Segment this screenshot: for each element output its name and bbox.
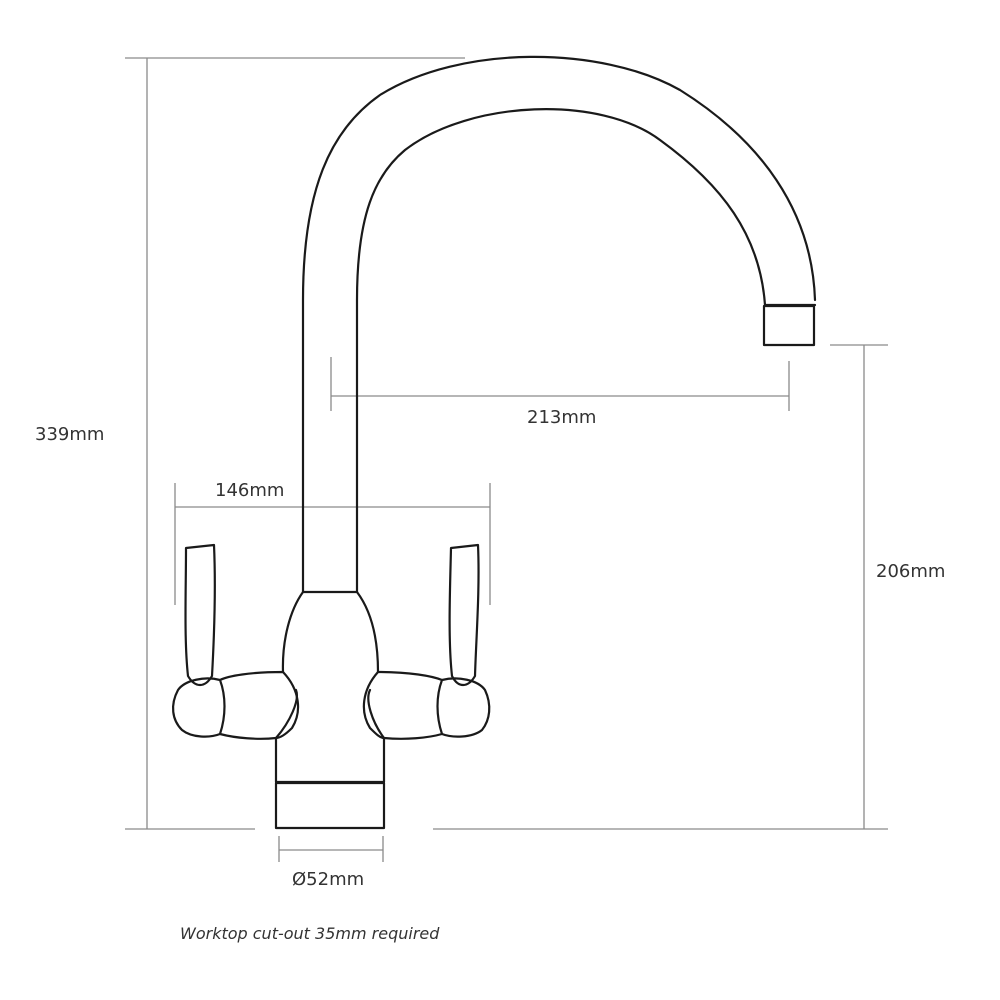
tap-outline xyxy=(172,55,817,830)
left-lever xyxy=(184,543,216,687)
right-lever xyxy=(448,543,480,687)
dimension-lines xyxy=(125,57,888,862)
right-valve-cap xyxy=(436,677,491,738)
base-collar xyxy=(274,781,386,830)
spout-inner xyxy=(355,108,767,594)
left-valve-cap xyxy=(172,677,226,738)
spout-height-label: 206mm xyxy=(876,561,945,582)
overall-height-label: 339mm xyxy=(35,424,104,445)
base-diameter-label: Ø52mm xyxy=(292,869,364,890)
right-valve-housing xyxy=(362,670,444,740)
aerator xyxy=(762,304,816,347)
left-valve-housing xyxy=(218,670,300,740)
spout-outer xyxy=(301,55,817,594)
spout-reach-label: 213mm xyxy=(527,407,596,428)
worktop-cutout-note: Worktop cut-out 35mm required xyxy=(180,924,440,943)
handle-span-label: 146mm xyxy=(215,480,284,501)
